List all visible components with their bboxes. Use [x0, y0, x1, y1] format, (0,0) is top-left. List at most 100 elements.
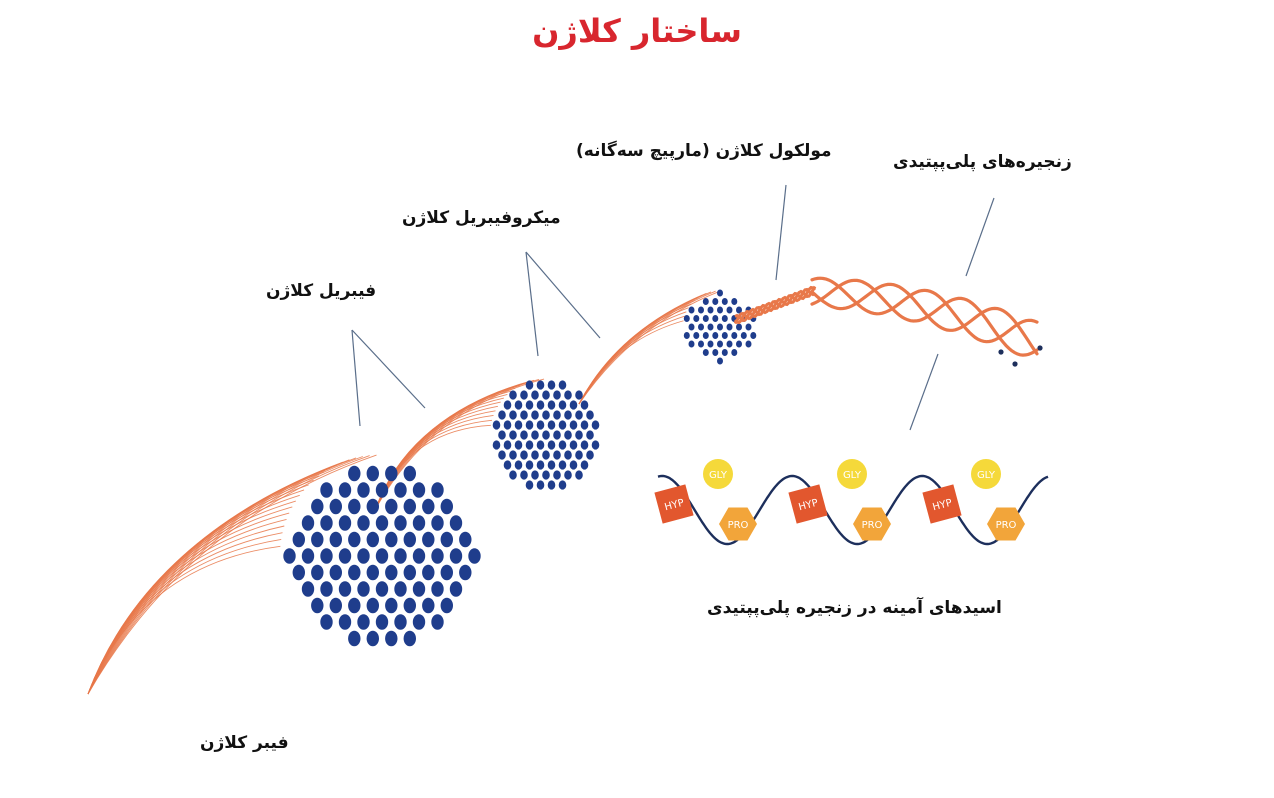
strand — [578, 290, 716, 405]
helix-strand-tight — [734, 285, 817, 323]
fiber-dot — [575, 430, 583, 440]
fiber-dot — [498, 410, 506, 420]
fiber-dot — [698, 323, 704, 331]
fiber-dot — [394, 548, 407, 564]
triple-helix — [733, 276, 1043, 367]
fiber-dot — [717, 289, 723, 297]
hyp-residue: HYP — [922, 484, 962, 524]
fiber-dot — [683, 332, 690, 339]
fiber-dot — [547, 480, 556, 490]
fiber-dot — [525, 400, 534, 410]
fiber-dot — [366, 531, 379, 548]
fiber-dot — [536, 420, 545, 430]
fiber-dot — [348, 630, 361, 647]
fiber-dot — [366, 630, 379, 647]
fiber-dot — [514, 420, 523, 430]
fiber-dot — [542, 410, 550, 420]
fiber-dot — [403, 498, 416, 515]
strand — [578, 303, 692, 405]
microfibril-pointer-b — [525, 251, 601, 339]
fiber-dot — [509, 410, 517, 420]
fiber-dot — [503, 440, 512, 450]
fiber-dot — [301, 581, 315, 597]
strand — [578, 307, 689, 405]
helix-strand-loose — [810, 282, 1039, 356]
fiber-dot — [547, 460, 556, 470]
fiber-dot — [385, 465, 398, 482]
gly-residue — [837, 459, 867, 489]
strand — [578, 292, 707, 405]
strand — [578, 290, 721, 405]
fiber-dot — [329, 531, 342, 548]
fiber-dot — [736, 323, 742, 331]
strand — [87, 471, 325, 695]
fiber-dot — [564, 450, 572, 460]
gly-text: GLY — [977, 470, 996, 481]
fiber-dot — [301, 515, 315, 531]
fiber-dot — [357, 548, 370, 564]
fiber-dot — [348, 564, 361, 581]
fiber-dot — [320, 515, 333, 531]
strand-end-dot — [998, 349, 1004, 355]
fiber-dot — [422, 498, 435, 515]
fiber-dot — [731, 349, 738, 356]
fiber-dot — [338, 548, 352, 564]
fiber-dot — [707, 323, 714, 331]
fiber-dot — [688, 340, 695, 348]
fiber-dot — [412, 482, 426, 498]
fiber-dot — [525, 420, 534, 430]
fiber-dot — [366, 498, 379, 515]
fiber-dot — [431, 581, 444, 597]
fiber-dot — [514, 460, 523, 470]
fiber-dot — [459, 531, 472, 548]
fiber-dot — [440, 498, 453, 515]
fiber-dot — [509, 430, 517, 440]
fiber-dot — [385, 630, 398, 647]
fiber-dot — [712, 315, 719, 322]
hyp-residue: HYP — [654, 484, 694, 524]
fiber-dot — [580, 460, 589, 470]
fiber-dot — [357, 482, 370, 498]
fiber-dot — [449, 515, 463, 531]
fibril-cross-section — [283, 465, 481, 647]
fiber-dot — [509, 390, 517, 400]
fiber-dot — [575, 470, 583, 480]
fiber-dot — [449, 548, 463, 564]
fiber-dot — [536, 380, 545, 390]
fiber-dot — [536, 400, 545, 410]
fiber-dot — [292, 531, 305, 548]
fiber-dot — [569, 420, 578, 430]
fiber-dot — [492, 420, 501, 430]
hyp-text: HYP — [931, 498, 953, 514]
fiber-dot — [547, 400, 556, 410]
pro-residue — [719, 507, 757, 541]
fiber-dot — [440, 564, 453, 581]
fiber-dot — [683, 315, 690, 322]
fiber-dot — [375, 581, 389, 597]
fiber-dot — [717, 323, 723, 331]
fiber-dot — [301, 548, 315, 564]
gly-text: GLY — [843, 470, 862, 481]
fiber-dot — [580, 440, 589, 450]
fiber-dot — [542, 470, 550, 480]
fiber-dot — [311, 531, 324, 548]
fiber-dot — [736, 340, 742, 348]
fiber-dot — [449, 581, 463, 597]
helix-strand-loose — [810, 276, 1039, 344]
strand — [375, 378, 545, 509]
fiber-dot — [547, 420, 556, 430]
fiber-dot — [431, 548, 444, 564]
fiber-dot — [547, 440, 556, 450]
fiber-dot — [468, 548, 481, 564]
fiber-dot — [509, 450, 517, 460]
fiber-dot — [525, 380, 534, 390]
fiber-dot — [320, 482, 333, 498]
fiber-dot — [575, 410, 583, 420]
fiber-dot — [348, 597, 361, 614]
amino-pointer — [909, 353, 939, 431]
hyp-text: HYP — [797, 498, 819, 514]
fiber-dot — [564, 390, 572, 400]
helix-strand-tight — [733, 287, 816, 325]
fiber-dot — [375, 548, 389, 564]
fiber-dot — [558, 460, 567, 470]
